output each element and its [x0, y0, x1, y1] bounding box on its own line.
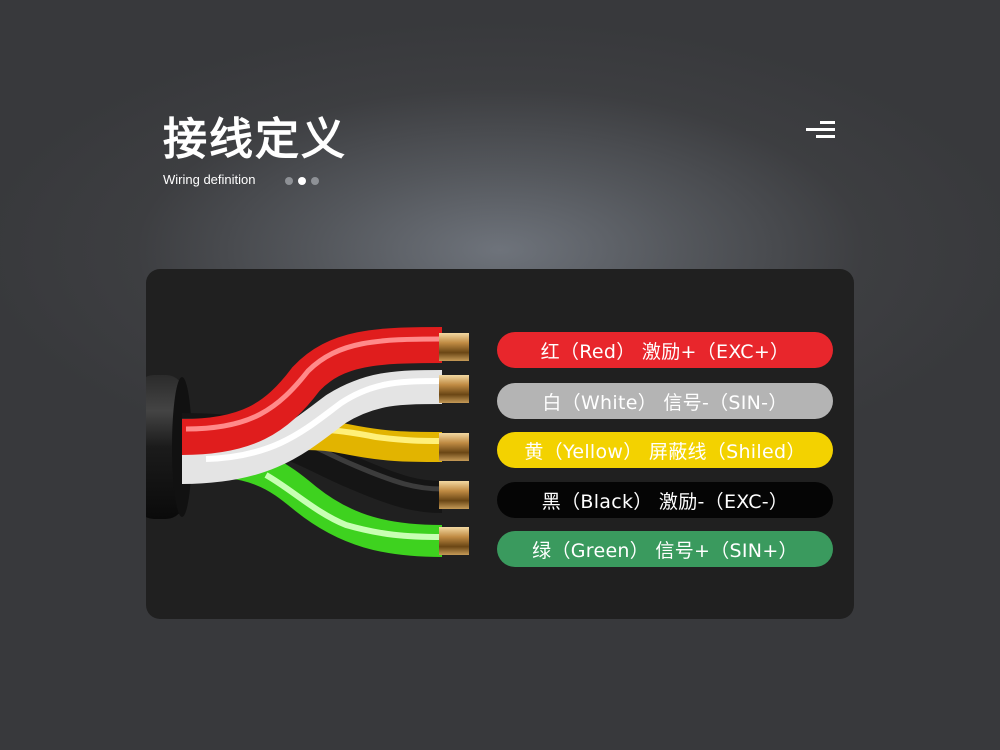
copper-tip-black — [439, 481, 469, 509]
copper-tip-white — [439, 375, 469, 403]
menu-lines-icon[interactable] — [806, 120, 836, 140]
pager-dot-1[interactable] — [285, 177, 293, 185]
page-title: 接线定义 — [163, 114, 347, 165]
wire-red — [181, 327, 443, 455]
wire-label-green: 绿（Green） 信号+（SIN+） — [497, 531, 833, 567]
wire-label-black: 黑（Black） 激励-（EXC-） — [497, 482, 833, 518]
wire-label-yellow: 黄（Yellow） 屏蔽线（Shiled） — [497, 432, 833, 468]
copper-tip-red — [439, 333, 469, 361]
page-subtitle: Wiring definition — [163, 172, 256, 187]
wire-label-red: 红（Red） 激励+（EXC+） — [497, 332, 833, 368]
pager-dot-3[interactable] — [311, 177, 319, 185]
copper-tip-yellow — [439, 433, 469, 461]
copper-tip-green — [439, 527, 469, 555]
pager-dots[interactable] — [285, 177, 319, 185]
wiring-panel: 红（Red） 激励+（EXC+） 白（White） 信号-（SIN-） 黄（Ye… — [146, 269, 854, 619]
cable-illustration — [146, 327, 469, 557]
pager-dot-2[interactable] — [298, 177, 306, 185]
wire-label-white: 白（White） 信号-（SIN-） — [497, 383, 833, 419]
